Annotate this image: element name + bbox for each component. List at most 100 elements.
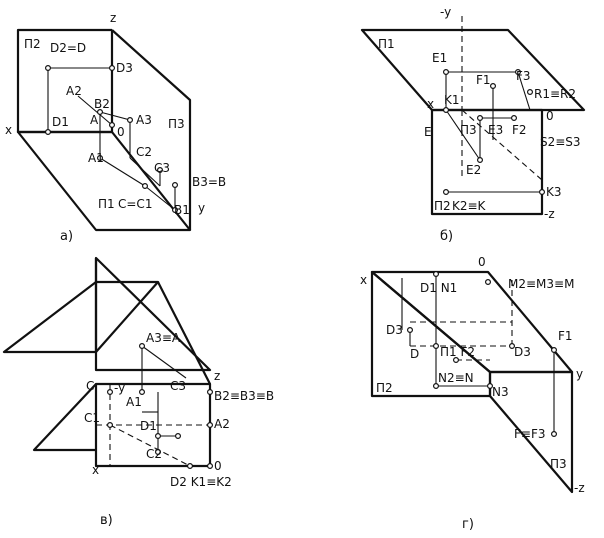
fig-a-point <box>108 64 115 71</box>
fig-a-label-b3: B3=B <box>192 175 226 189</box>
fig-b-label-k: K2≡K <box>452 199 487 213</box>
fig-b-label-pi3: П3 <box>460 123 477 137</box>
fig-v-label-z: z <box>214 369 220 383</box>
fig-v-label-c3: C3 <box>170 379 186 393</box>
fig-a-caption: а) <box>60 229 73 244</box>
fig-g-label-pi2: П2 <box>376 381 393 395</box>
fig-b-plane-pi2 <box>430 108 544 216</box>
fig-a-plane-pi3 <box>111 29 192 230</box>
fig-b-label-pi2: П2 <box>434 199 451 213</box>
fig-b-projector <box>445 109 481 161</box>
fig-v-point <box>139 389 146 396</box>
fig-v-point <box>139 343 146 350</box>
figure-b: -y П1 E1 F3 F1 R1≡R2 x K1 0 E П3 E3 F2 S… <box>360 5 586 244</box>
fig-a-projector <box>99 157 146 187</box>
fig-v-plane-lower <box>32 383 97 452</box>
fig-b-label-e: E <box>424 125 432 139</box>
fig-g-label-d: D <box>410 347 419 361</box>
fig-a-label-z: z <box>110 11 116 25</box>
fig-v-point <box>187 463 194 470</box>
fig-v-label-x: x <box>92 463 99 477</box>
fig-g-label-n: N2≡N <box>438 371 474 385</box>
figure-g: x 0 D1 N1 M2≡M3≡M D3 F1 D П1 F2 D3 N2≡N … <box>360 255 585 532</box>
fig-v-caption: в) <box>100 513 113 528</box>
fig-g-label-n3: N3 <box>492 385 509 399</box>
fig-g-point <box>487 383 494 390</box>
fig-g-label-neg-z: -z <box>574 481 585 495</box>
fig-a-point <box>172 207 179 214</box>
fig-b-point <box>477 114 484 121</box>
fig-v-point <box>106 422 113 429</box>
fig-a-label-a3: A3 <box>136 113 152 127</box>
fig-a-label-a2: A2 <box>66 84 82 98</box>
fig-b-point <box>443 68 450 75</box>
fig-g-point <box>433 343 440 350</box>
fig-v-plane-edge <box>157 281 211 385</box>
fig-g-point <box>433 383 440 390</box>
fig-v-plane-upper <box>94 256 212 372</box>
fig-a-label-y: y <box>198 201 205 215</box>
fig-a-point <box>44 64 51 71</box>
fig-a-projector <box>144 185 176 211</box>
fig-v-point <box>207 463 214 470</box>
fig-v-point <box>155 449 162 456</box>
fig-g-point <box>433 271 440 278</box>
fig-b-label-neg-y: -y <box>440 5 451 19</box>
fig-v-label-c1: C1 <box>84 411 100 425</box>
fig-a-label-pi3: П3 <box>168 117 185 131</box>
fig-v-label-o: 0 <box>214 459 222 473</box>
fig-v-label-a1: A1 <box>126 395 142 409</box>
fig-g-label-m: M2≡M3≡M <box>508 277 574 291</box>
fig-v-point <box>175 433 182 440</box>
fig-a-point <box>142 183 149 190</box>
fig-a-projector <box>77 95 113 126</box>
fig-v-point <box>155 433 162 440</box>
fig-b-point <box>526 88 533 95</box>
fig-g-point <box>550 431 557 438</box>
fig-a-label-x: x <box>5 123 12 137</box>
fig-g-point <box>509 343 516 350</box>
fig-v-label-c2: C2 <box>146 447 162 461</box>
fig-a-point <box>108 121 115 128</box>
fig-a-label-d2: D2=D <box>50 41 86 55</box>
fig-b-point <box>443 189 450 196</box>
fig-b-projector <box>517 71 531 111</box>
fig-v-projector <box>141 345 187 379</box>
fig-g-point <box>550 347 557 354</box>
fig-a-label-pi1: П1 <box>98 197 115 211</box>
fig-b-label-o: 0 <box>546 109 554 123</box>
fig-b-label-f3: F3 <box>516 69 531 83</box>
fig-b-label-e3: E3 <box>488 123 503 137</box>
fig-a-label-b1: B1 <box>174 203 190 217</box>
fig-b-label-r: R1≡R2 <box>534 87 576 101</box>
fig-a-projector <box>129 157 161 187</box>
fig-b-label-k3: K3 <box>546 185 562 199</box>
fig-a-point <box>96 108 103 115</box>
fig-b-point <box>443 106 450 113</box>
fig-g-label-pi3: П3 <box>550 457 567 471</box>
fig-a-label-pi2: П2 <box>24 37 41 51</box>
fig-v-plane-pi1 <box>2 280 160 354</box>
fig-b-label-s: S2≡S3 <box>540 135 581 149</box>
fig-a-plane-pi1 <box>16 130 192 232</box>
fig-g-label-f1: F1 <box>558 329 573 343</box>
fig-v-label-a3: A3≡A <box>146 331 181 345</box>
figure-a: z П2 D2=D D3 A2 B2 x D1 A 0 A3 П3 C2 A1 … <box>5 11 226 244</box>
fig-a-point <box>157 167 164 174</box>
fig-g-point <box>407 327 414 334</box>
fig-b-label-f2: F2 <box>512 123 527 137</box>
fig-v-label-y: -y <box>114 381 125 395</box>
fig-v-point <box>106 389 113 396</box>
fig-v-label-d1: D1 <box>140 419 157 433</box>
fig-g-caption: г) <box>462 517 474 532</box>
fig-g-label-d1n1: D1 N1 <box>420 281 457 295</box>
fig-g-label-d3b: D3 <box>514 345 531 359</box>
fig-b-point <box>514 68 521 75</box>
fig-v-label-c: C <box>86 379 94 393</box>
fig-b-point <box>538 189 545 196</box>
fig-g-label-d3: D3 <box>386 323 403 337</box>
fig-g-point <box>485 279 492 286</box>
fig-b-hidden-line <box>461 109 543 181</box>
fig-v-label-a2: A2 <box>214 417 230 431</box>
